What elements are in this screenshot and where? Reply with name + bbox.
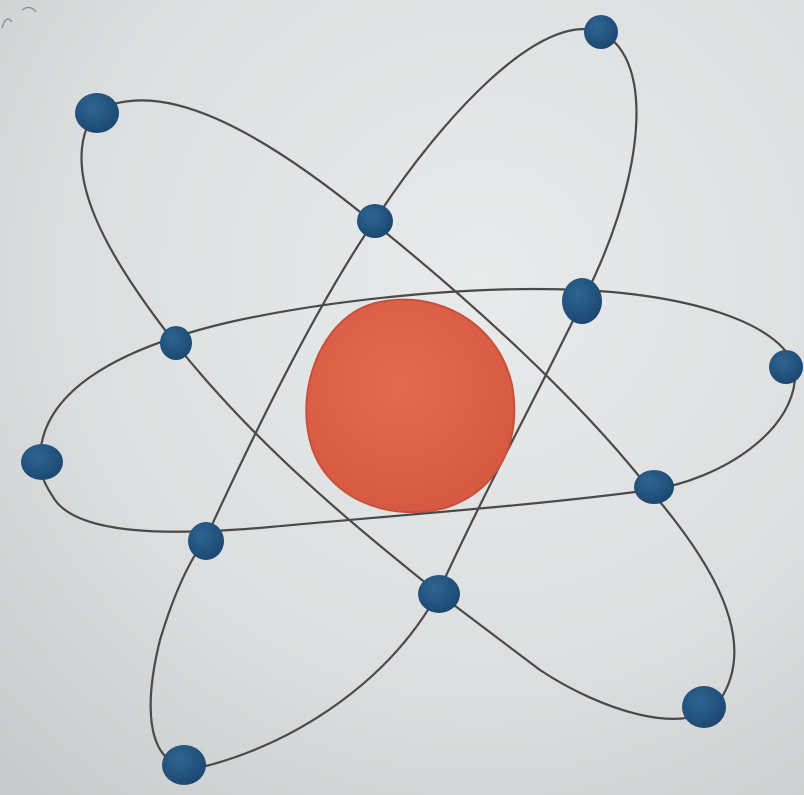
electron: [188, 522, 224, 560]
electron: [418, 575, 460, 613]
electron: [357, 204, 393, 238]
electron: [682, 686, 726, 728]
electron: [562, 278, 602, 324]
electron: [769, 350, 803, 384]
electron: [634, 470, 674, 504]
electron: [160, 326, 192, 360]
electron: [162, 745, 206, 785]
electron: [584, 15, 618, 49]
electron: [75, 93, 119, 133]
electron: [21, 444, 63, 480]
nucleus: [306, 300, 514, 512]
